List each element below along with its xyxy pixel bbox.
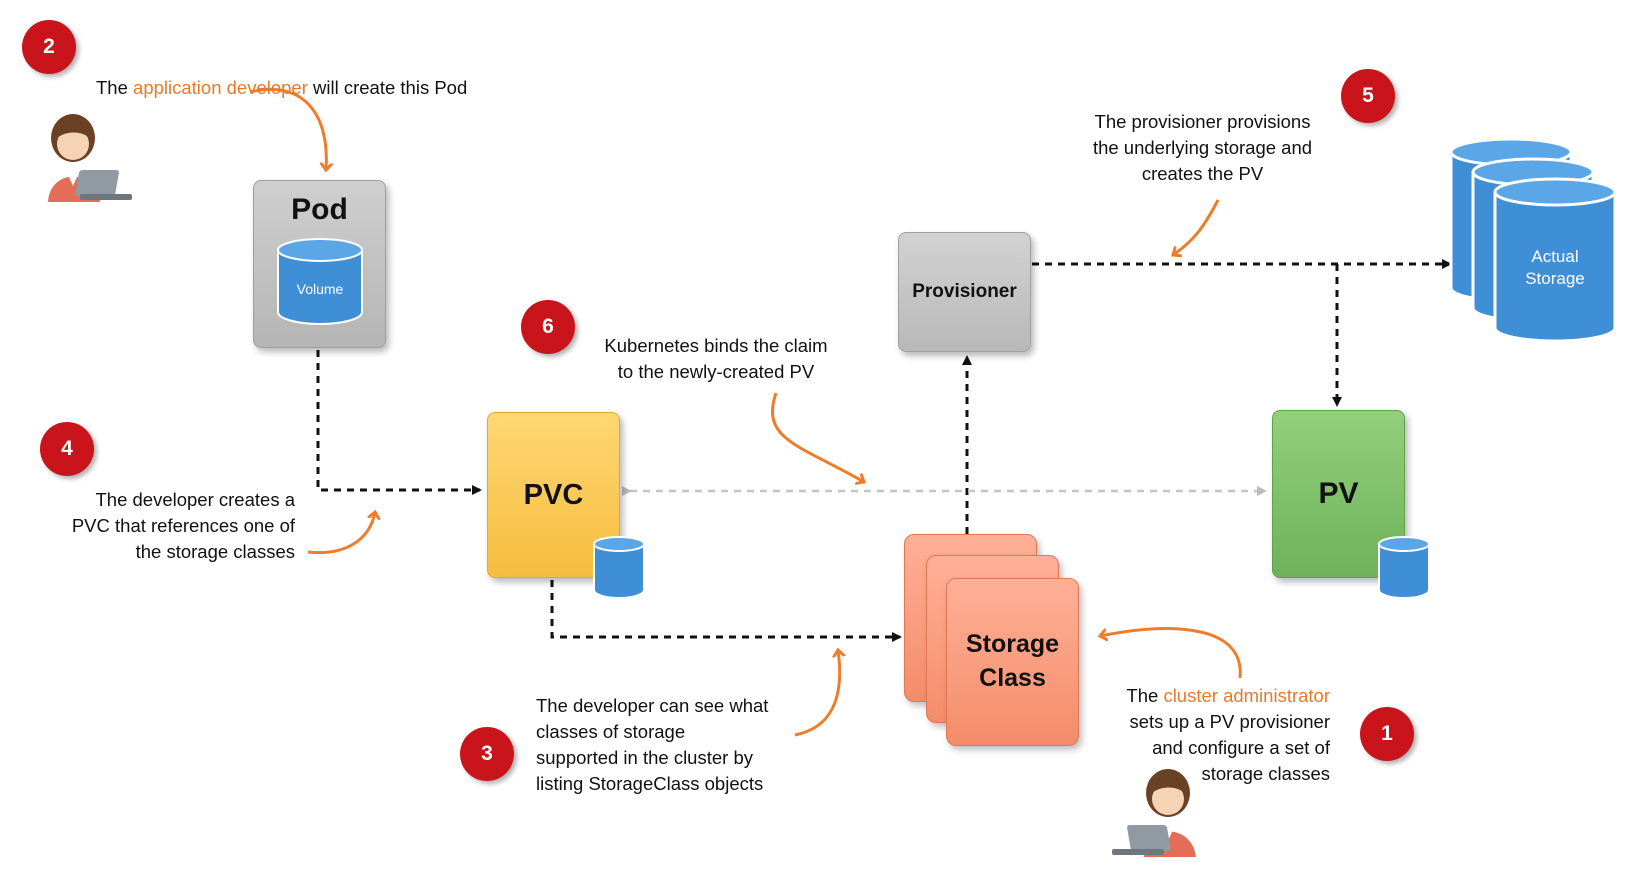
pod-to-pvc-connector: [316, 350, 482, 495]
pvc-cylinder-icon: [593, 536, 645, 599]
step5-note: The provisioner provisions the underlyin…: [1092, 111, 1313, 184]
step2-pointer-arrow: [249, 87, 326, 170]
step1-note: The cluster administrator sets up a PV p…: [1126, 685, 1330, 784]
step6-pointer-arrow: [770, 392, 864, 482]
step3-note: The developer can see what classes of st…: [536, 695, 769, 794]
step1-pointer-arrow: [1100, 627, 1242, 679]
actual-storage-cylinder-icon: Actual Storage: [1449, 138, 1617, 343]
pod-label: Pod: [291, 193, 348, 226]
step2-note: The application developer will create th…: [96, 77, 468, 98]
step5-pointer-arrow: [1173, 199, 1220, 255]
actual-storage-label-line1: Actual: [1531, 247, 1578, 266]
step-badge-1: 1: [1360, 707, 1414, 761]
step-badge-2: 2: [22, 20, 76, 74]
step4-pointer-arrow: [307, 512, 375, 555]
volume-cylinder-icon: Volume: [277, 238, 363, 325]
step6-note: Kubernetes binds the claim to the newly-…: [604, 335, 828, 382]
step4-note: The developer creates a PVC that referen…: [71, 489, 295, 562]
volume-label: Volume: [297, 281, 344, 297]
step-badge-6: 6: [521, 300, 575, 354]
step-badge-5: 5: [1341, 69, 1395, 123]
storage-class-box: Storage Class: [946, 578, 1079, 746]
pv-label: PV: [1318, 477, 1359, 510]
pvc-to-storageclass-connector: [550, 580, 902, 642]
pv-cylinder-icon: [1378, 536, 1430, 599]
developer-avatar-icon: [48, 114, 132, 202]
storage-class-label-line2: Class: [979, 664, 1046, 692]
provisioner-box: Provisioner: [898, 232, 1031, 352]
step1-highlight: cluster administrator: [1163, 685, 1330, 706]
actual-storage-label-line2: Storage: [1525, 269, 1585, 288]
pvc-label: PVC: [523, 478, 584, 511]
step3-pointer-arrow: [794, 650, 840, 737]
storage-class-label-line1: Storage: [965, 630, 1060, 659]
step2-highlight: application developer: [133, 77, 308, 98]
step-badge-4: 4: [40, 422, 94, 476]
step-badge-3: 3: [460, 727, 514, 781]
provisioner-label: Provisioner: [912, 281, 1017, 302]
administrator-avatar-icon: [1112, 769, 1196, 857]
